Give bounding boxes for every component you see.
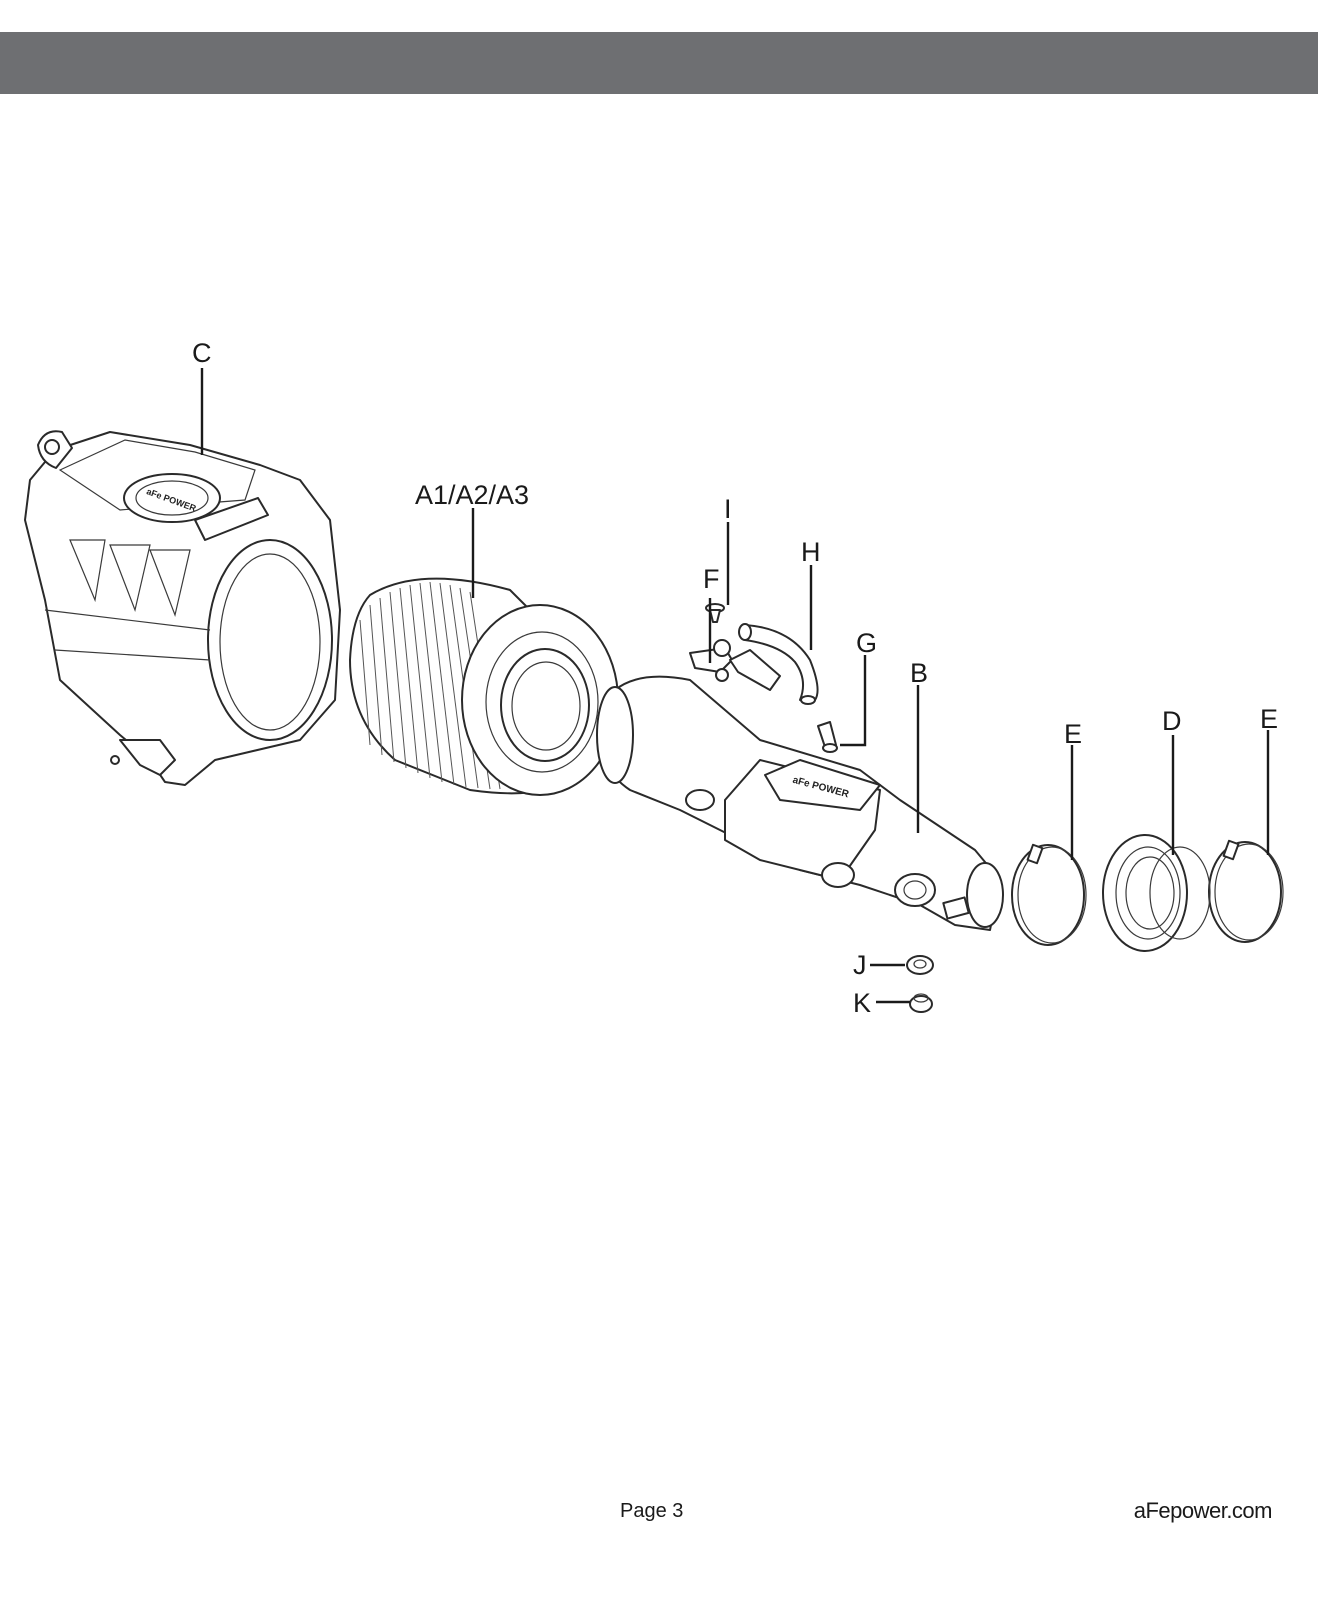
- grommet-part-j: [906, 955, 934, 975]
- callout-b: B: [910, 658, 928, 688]
- coupler-part-d: [1102, 834, 1211, 952]
- clamp-part-e-right: [1208, 839, 1284, 943]
- push-clip-part-i: [705, 603, 725, 623]
- callout-c: C: [192, 338, 212, 368]
- fitting-part-f: [689, 639, 781, 691]
- nipple-part-g: [817, 721, 838, 753]
- page-number: Page 3: [620, 1500, 684, 1522]
- header-bar: [0, 32, 1318, 94]
- callout-labels: C A1/A2/A3 I H F G B E D E J K: [192, 338, 1278, 1018]
- callout-d: D: [1162, 706, 1182, 736]
- website-link[interactable]: aFepower.com: [1133, 1498, 1273, 1523]
- filter-part-a: [349, 577, 619, 796]
- intake-tube-part-b: aFe POWER: [596, 675, 1004, 931]
- callout-f: F: [703, 564, 720, 594]
- callout-i: I: [724, 494, 732, 524]
- plug-part-k: [909, 993, 933, 1013]
- callout-h: H: [801, 537, 821, 567]
- callout-a: A1/A2/A3: [415, 480, 529, 510]
- callout-g: G: [856, 628, 877, 658]
- callout-leaders: [200, 368, 1270, 1004]
- callout-k: K: [853, 988, 871, 1018]
- clamp-part-e-left: [1011, 843, 1087, 946]
- hose-part-h: [738, 623, 819, 705]
- airbox-part-c: aFe POWER: [24, 430, 341, 786]
- callout-e-right: E: [1260, 704, 1278, 734]
- filter-pleats: [359, 581, 501, 790]
- callout-e-left: E: [1064, 719, 1082, 749]
- callout-j: J: [853, 950, 867, 980]
